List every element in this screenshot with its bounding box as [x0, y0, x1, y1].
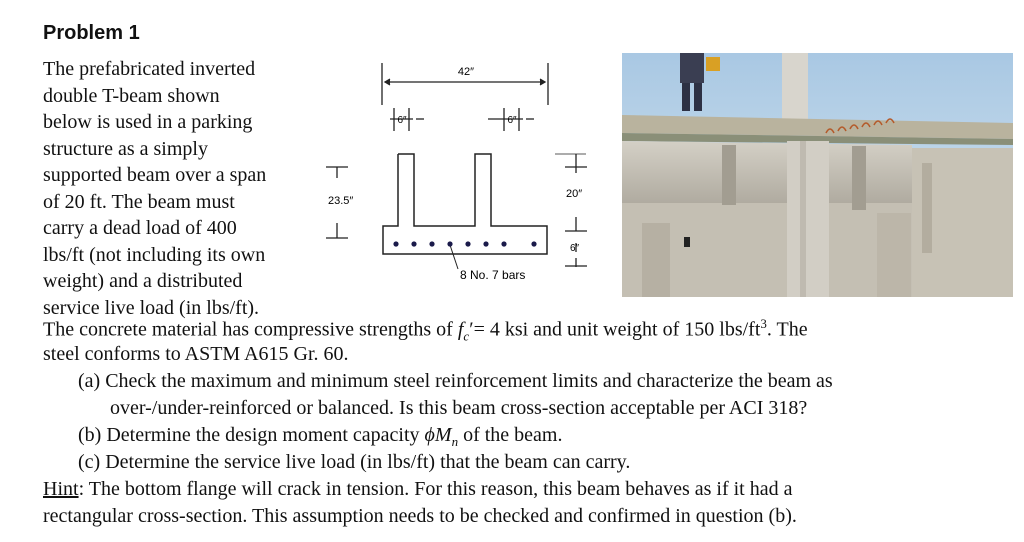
fc-symbol: f — [457, 318, 464, 341]
hint-line2: rectangular cross-section. This assumpti… — [43, 505, 797, 527]
moment-subscript: n — [452, 434, 459, 449]
flange-thickness-label: 6″ — [570, 243, 580, 254]
web-width-label-left: 6″ — [397, 115, 407, 126]
moment-symbol: M — [434, 424, 452, 446]
intro-line: carry a dead load of 400 — [43, 217, 237, 239]
parking-structure-photo — [622, 53, 1013, 297]
web-height-label: 20″ — [566, 188, 582, 200]
intro-line: double T-beam shown — [43, 84, 220, 107]
question-c: (c) Determine the service live load (in … — [78, 451, 631, 473]
intro-line: lbs/ft (not including its own — [43, 243, 266, 266]
intro-line: service live load (in lbs/ft). — [43, 296, 260, 319]
intro-line: of 20 ft. The beam must — [43, 190, 235, 213]
intro-line: The prefabricated inverted — [43, 58, 256, 80]
intro-paragraph: The prefabricated inverted double T-beam… — [43, 56, 313, 321]
problem-title: Problem 1 — [43, 22, 140, 44]
rebar-dots — [393, 241, 537, 247]
bars-label: 8 No. 7 bars — [460, 268, 525, 282]
question-a-line1: (a) Check the maximum and minimum steel … — [78, 370, 833, 392]
question-b: (b) Determine the design moment capacity… — [78, 424, 562, 450]
unit-superscript: 3 — [760, 316, 767, 331]
intro-line: below is used in a parking — [43, 111, 253, 133]
question-a-line2: over-/under-reinforced or balanced. Is t… — [110, 397, 808, 419]
width-dimension-label: 42″ — [458, 66, 474, 78]
hint-line1: Hint: The bottom flange will crack in te… — [43, 478, 792, 501]
material-text-mid: = 4 ksi and unit weight of 150 lbs/ft — [473, 318, 761, 341]
fc-subscript-text: c — [463, 328, 470, 344]
web-width-label-right: 6″ — [507, 115, 517, 126]
hint-label: Hint — [43, 478, 79, 500]
phi-symbol: ϕ — [424, 424, 435, 446]
hint-text-1: : The bottom flange will crack in tensio… — [78, 478, 793, 500]
fc-prime: ′ — [469, 318, 474, 341]
question-b-post: of the beam. — [458, 424, 563, 446]
material-text-pre: The concrete material has compressive st… — [43, 318, 458, 341]
height-dimension-label: 23.5″ — [328, 195, 353, 207]
material-properties-line: The concrete material has compressive st… — [43, 316, 808, 345]
intro-line: structure as a simply — [43, 137, 208, 160]
question-b-pre: (b) Determine the design moment capacity — [78, 424, 425, 446]
steel-line: steel conforms to ASTM A615 Gr. 60. — [43, 343, 349, 365]
fc-subscript: c — [463, 329, 469, 344]
material-text-post: . The — [766, 318, 808, 341]
beam-cross-section-diagram: 42″ 6″ 6″ 23.5″ 20″ 6″ 8 No. 7 bars — [326, 63, 587, 282]
intro-line: supported beam over a span — [43, 164, 267, 186]
moment-subscript-text: n — [451, 434, 459, 449]
intro-line: weight) and a distributed — [43, 270, 243, 292]
